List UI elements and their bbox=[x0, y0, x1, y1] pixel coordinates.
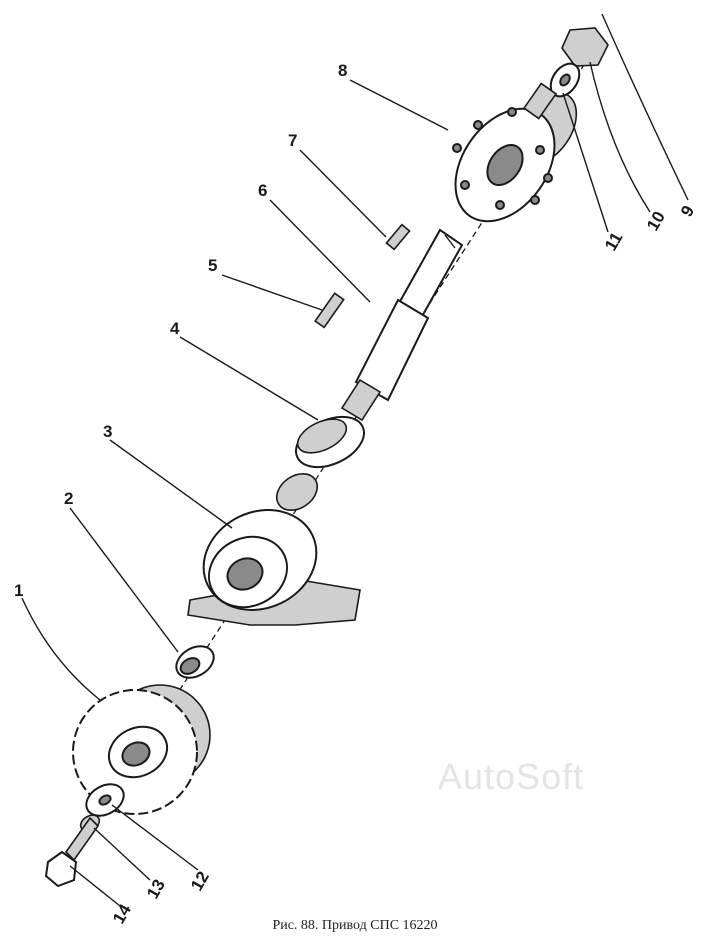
part-5-key bbox=[314, 292, 345, 329]
callout-5: 5 bbox=[208, 256, 217, 275]
part-14-bolt bbox=[44, 816, 100, 888]
part-11-spacer bbox=[522, 82, 558, 120]
part-9-nut bbox=[561, 27, 609, 67]
part-3-bearing-housing bbox=[187, 509, 361, 626]
callout-4: 4 bbox=[170, 319, 180, 338]
part-8-flange-hub bbox=[452, 91, 578, 223]
part-2-sleeve bbox=[175, 645, 215, 679]
part-12-washer bbox=[85, 783, 125, 817]
callout-13: 13 bbox=[143, 876, 169, 902]
part-10-washer bbox=[549, 62, 581, 98]
figure-caption: Рис. 88. Привод СПС 16220 bbox=[272, 918, 438, 933]
callout-12: 12 bbox=[187, 868, 213, 894]
callout-9: 9 bbox=[677, 202, 698, 220]
callout-11: 11 bbox=[601, 229, 626, 254]
part-4-ring bbox=[295, 415, 365, 469]
callout-3: 3 bbox=[103, 422, 112, 441]
inner-bushing bbox=[275, 473, 319, 511]
callout-2: 2 bbox=[64, 489, 73, 508]
part-1-sprocket bbox=[72, 684, 211, 815]
leader-lines bbox=[21, 13, 689, 907]
callout-6: 6 bbox=[258, 181, 267, 200]
part-6-shaft bbox=[340, 228, 464, 422]
callout-1: 1 bbox=[14, 581, 23, 600]
callout-8: 8 bbox=[338, 61, 347, 80]
part-7-key bbox=[385, 223, 411, 251]
autosoft-watermark: AutoSoft bbox=[438, 756, 585, 797]
callout-10: 10 bbox=[643, 208, 669, 234]
callout-7: 7 bbox=[288, 131, 297, 150]
